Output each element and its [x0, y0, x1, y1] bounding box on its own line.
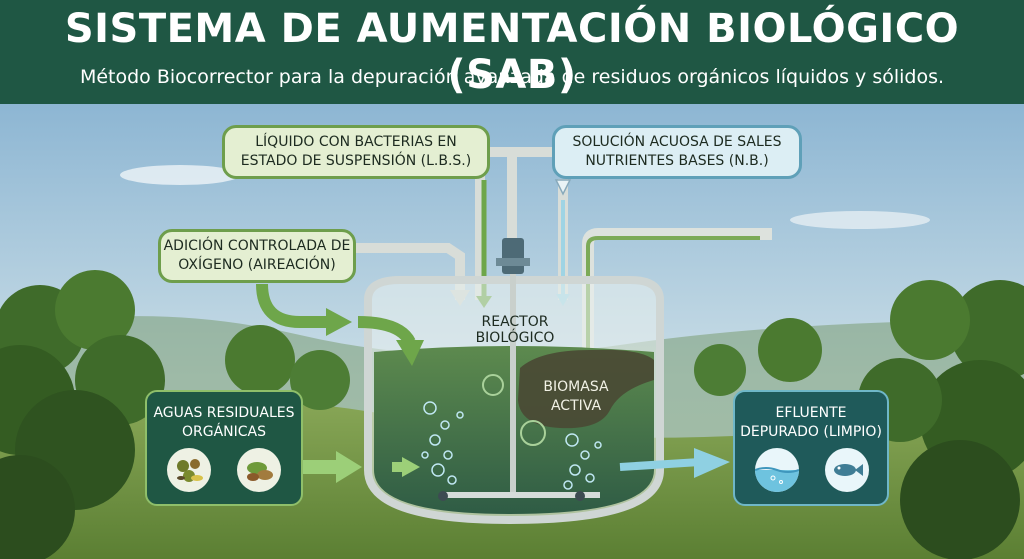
- influent-panel: AGUAS RESIDUALES ORGÁNICAS: [145, 390, 303, 506]
- lbs-input-label: LÍQUIDO CON BACTERIAS EN ESTADO DE SUSPE…: [240, 134, 472, 169]
- header: SISTEMA DE AUMENTACIÓN BIOLÓGICO (SAB) M…: [0, 0, 1024, 104]
- nb-input-label: SOLUCIÓN ACUOSA DE SALES NUTRIENTES BASE…: [572, 134, 782, 169]
- page-subtitle: Método Biocorrector para la depuración a…: [79, 66, 945, 88]
- biomass-blob: [518, 349, 654, 429]
- effluent-label: EFLUENTE DEPURADO (LIMPIO): [740, 405, 882, 440]
- effluent-panel: EFLUENTE DEPURADO (LIMPIO): [733, 390, 889, 506]
- fish-icon: [825, 448, 869, 492]
- clean-water-icon: [755, 448, 799, 492]
- biomass-label: BIOMASA ACTIVA: [543, 379, 609, 414]
- reactor-label: REACTOR BIOLÓGICO: [475, 314, 555, 346]
- bacteria-icon: [167, 448, 211, 492]
- lbs-input-box: LÍQUIDO CON BACTERIAS EN ESTADO DE SUSPE…: [222, 125, 490, 179]
- page-title: SISTEMA DE AUMENTACIÓN BIOLÓGICO (SAB): [64, 6, 960, 98]
- influent-label: AGUAS RESIDUALES ORGÁNICAS: [153, 405, 295, 440]
- air-input-label: ADICIÓN CONTROLADA DE OXÍGENO (AIREACIÓN…: [163, 238, 351, 273]
- air-arrow-1: [256, 283, 330, 328]
- organic-waste-icon: [237, 448, 281, 492]
- air-input-box: ADICIÓN CONTROLADA DE OXÍGENO (AIREACIÓN…: [158, 229, 356, 283]
- air-arrow-2: [357, 316, 416, 346]
- nb-input-box: SOLUCIÓN ACUOSA DE SALES NUTRIENTES BASE…: [552, 125, 802, 179]
- outflow-arrow: [619, 458, 701, 471]
